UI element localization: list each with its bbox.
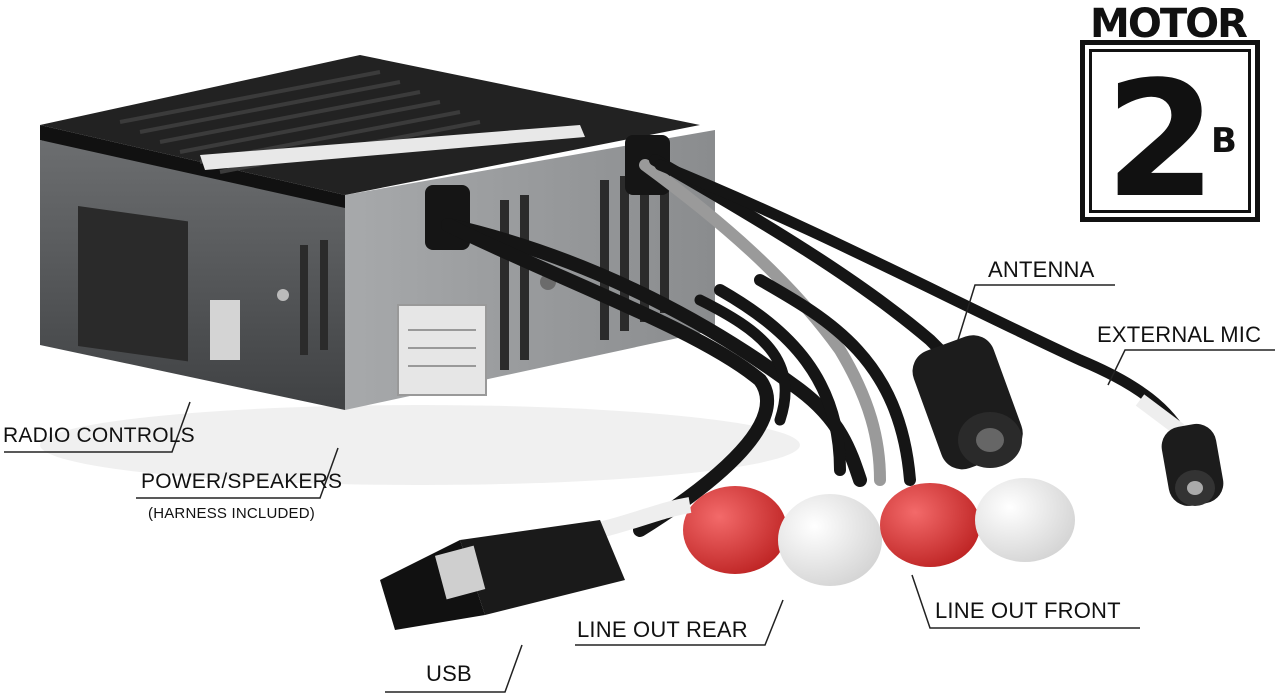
rca-white-front [975, 478, 1075, 562]
rca-white-rear [778, 494, 882, 586]
logo-word: MOTOR [1090, 1, 1248, 47]
label-usb: USB [426, 661, 472, 686]
leader-radio-controls [4, 401, 191, 453]
floor-shadow [40, 405, 800, 485]
leader-usb [385, 644, 523, 693]
logo-number: 2 [1105, 46, 1217, 233]
label-external-mic: EXTERNAL MIC [1097, 322, 1262, 347]
leader-line-out-front [911, 574, 1140, 629]
label-harness-included: (HARNESS INCLUDED) [148, 505, 315, 522]
leader-antenna [957, 284, 1115, 341]
rca-red-rear [683, 486, 787, 574]
leader-line-out-rear [575, 599, 784, 646]
radio-chassis [40, 55, 715, 410]
logo-letter: B [1211, 121, 1237, 161]
radio-controls-port-panel [78, 205, 188, 362]
usb-connector [380, 497, 692, 630]
leader-power-speakers [136, 447, 339, 499]
label-radio-controls: RADIO CONTROLS [3, 424, 195, 447]
callout-leaders [4, 284, 1275, 693]
label-antenna: ANTENNA [988, 257, 1095, 282]
logo-box: 2 B [1080, 40, 1260, 222]
motor2b-logo: MOTOR 2 B [1078, 1, 1260, 222]
leader-external-mic [1107, 349, 1275, 386]
label-power-speakers: POWER/SPEAKERS [141, 470, 343, 493]
rca-plugs [683, 478, 1075, 586]
antenna-connector [912, 335, 1023, 470]
label-line-out-front: LINE OUT FRONT [935, 598, 1121, 623]
label-line-out-rear: LINE OUT REAR [577, 617, 748, 642]
external-mic-jack [1135, 394, 1224, 506]
rca-red-front [880, 483, 980, 567]
power-speakers-connector [397, 304, 487, 396]
